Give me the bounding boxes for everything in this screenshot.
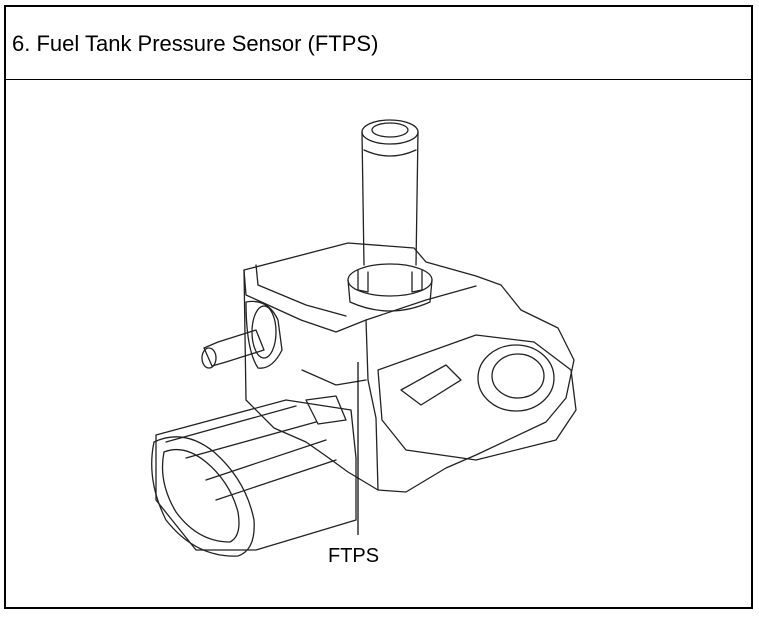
mounting-hole-outer: [477, 344, 555, 412]
ftps-callout-label: FTPS: [328, 545, 379, 567]
port-tube-top-inner: [371, 122, 409, 138]
housing-top-edge-2: [255, 264, 347, 317]
mounting-flange: [377, 334, 577, 461]
port-tube-top: [361, 119, 419, 145]
title-bar: 6. Fuel Tank Pressure Sensor (FTPS): [6, 7, 751, 80]
housing-bottom-edge: [301, 369, 367, 386]
side-nipple-end: [201, 347, 217, 369]
ftps-diagram: FTPS: [151, 119, 577, 567]
connector-face-inner: [161, 448, 240, 543]
sensor-housing: [243, 242, 575, 493]
connector-latch: [305, 395, 347, 425]
connector-face: [151, 436, 255, 557]
housing-top-edge: [243, 269, 477, 333]
port-tube-rim: [363, 149, 417, 157]
pressure-port-tube: [361, 131, 419, 266]
port-collar-top: [347, 263, 433, 297]
port-collar-side: [347, 279, 433, 312]
side-nipple-flange: [251, 305, 277, 359]
mounting-hole-inner: [491, 353, 545, 399]
side-nipple-collar: [245, 300, 283, 369]
document-frame: 6. Fuel Tank Pressure Sensor (FTPS): [4, 5, 753, 609]
connector-rib: [205, 439, 337, 501]
flange-recess: [400, 364, 462, 406]
connector-top-edge: [165, 405, 317, 459]
port-clips: [357, 269, 423, 293]
page-title: 6. Fuel Tank Pressure Sensor (FTPS): [12, 31, 379, 56]
housing-side-edge: [365, 319, 379, 491]
side-nipple: [203, 329, 265, 367]
